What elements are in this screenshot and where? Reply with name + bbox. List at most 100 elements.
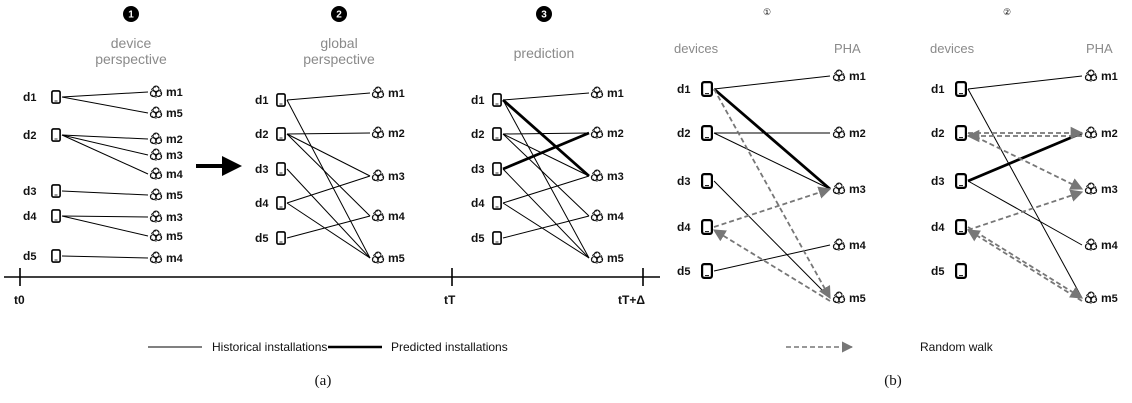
phone-icon [276,196,286,210]
biohazard-icon [149,106,163,119]
biohazard-icon [1084,69,1098,82]
pha-label: m5 [1101,291,1118,305]
biohazard-icon [590,251,604,264]
walk-1-number: ① [763,7,771,17]
phone-icon [276,162,286,176]
walk-1-devices-header: devices [674,41,719,56]
historical-edge [61,134,149,156]
predicted-edge [713,87,831,191]
walk-2-devices-header: devices [930,41,975,56]
phone-icon [492,127,502,141]
biohazard-icon [149,188,163,201]
timeline-label-tT: tT [444,293,456,307]
biohazard-icon [149,148,163,161]
pha-label: m3 [849,182,866,196]
historical-edge [61,96,149,114]
phone-icon [492,231,502,245]
legend-b: Random walk [786,340,994,354]
biohazard-icon [590,126,604,139]
biohazard-icon [371,209,385,222]
pha-label: m3 [607,169,624,183]
random-walk-edge [967,132,1084,190]
legend-historical-label: Historical installations [212,340,327,354]
pha-label: m2 [1101,126,1118,140]
phone-icon [276,127,286,141]
biohazard-icon [1084,291,1098,304]
device-label: d1 [677,82,690,96]
timeline-label-t0: t0 [14,293,25,307]
phone-icon [955,81,967,97]
historical-edge [286,168,371,259]
step-3-title: prediction [514,45,575,61]
phone-icon [276,231,286,245]
historical-edge [502,92,590,101]
historical-edge [286,175,371,204]
caption-a: (a) [315,373,332,389]
device-label: d1 [471,93,484,107]
legend-predicted-label: Predicted installations [391,340,508,354]
predicted-edge [967,131,1083,183]
biohazard-icon [832,182,846,195]
pha-label: m1 [607,86,624,100]
pha-label: m1 [1101,69,1118,83]
walk-2-pha-header: PHA [1086,41,1113,56]
historical-edge [502,132,590,135]
historical-edge [286,92,371,101]
historical-edge [502,175,590,204]
pha-label: m4 [849,238,867,252]
historical-edge [286,132,371,135]
device-label: d5 [677,264,690,278]
step-1-title-line1: device [111,35,152,51]
legend-random-walk-label: Random walk [920,340,994,354]
device-label: d5 [23,249,36,263]
device-label: d2 [677,126,690,140]
biohazard-icon [590,86,604,99]
pha-label: m4 [607,209,625,223]
device-label: d2 [255,127,268,141]
pha-label: m4 [388,209,406,223]
walk-2-number: ② [1003,7,1011,17]
device-label: d2 [931,126,944,140]
historical-edge [502,133,590,217]
device-label: d5 [931,264,944,278]
biohazard-icon [1084,238,1098,251]
historical-edge [713,75,831,90]
historical-edge [713,180,831,299]
biohazard-icon [149,132,163,145]
pha-label: m2 [166,132,183,146]
biohazard-icon [149,167,163,180]
device-label: d3 [677,174,690,188]
historical-edge [713,244,831,272]
pha-label: m3 [166,148,183,162]
pha-label: m2 [607,126,624,140]
device-label: d3 [255,162,268,176]
pha-label: m5 [849,291,866,305]
historical-edge [713,132,831,190]
step-1-title-line2: perspective [95,51,167,67]
biohazard-icon [590,209,604,222]
pha-label: m1 [849,69,866,83]
device-label: d4 [471,196,485,210]
historical-edge [502,215,590,239]
biohazard-icon [149,85,163,98]
phone-icon [492,162,502,176]
svg-text:2: 2 [336,10,342,21]
biohazard-icon [832,238,846,251]
biohazard-icon [371,86,385,99]
step-2-title-line1: global [320,35,357,51]
historical-edge [286,133,371,177]
caption-b: (b) [884,373,902,389]
pha-label: m3 [388,169,405,183]
biohazard-icon [371,169,385,182]
device-label: d1 [931,82,944,96]
phone-icon [955,263,967,279]
historical-edge [61,134,149,175]
svg-text:3: 3 [541,10,547,21]
step-2-title-line2: perspective [303,51,375,67]
pha-label: m4 [166,167,184,181]
biohazard-icon [371,251,385,264]
biohazard-icon [590,169,604,182]
phone-icon [51,209,61,223]
